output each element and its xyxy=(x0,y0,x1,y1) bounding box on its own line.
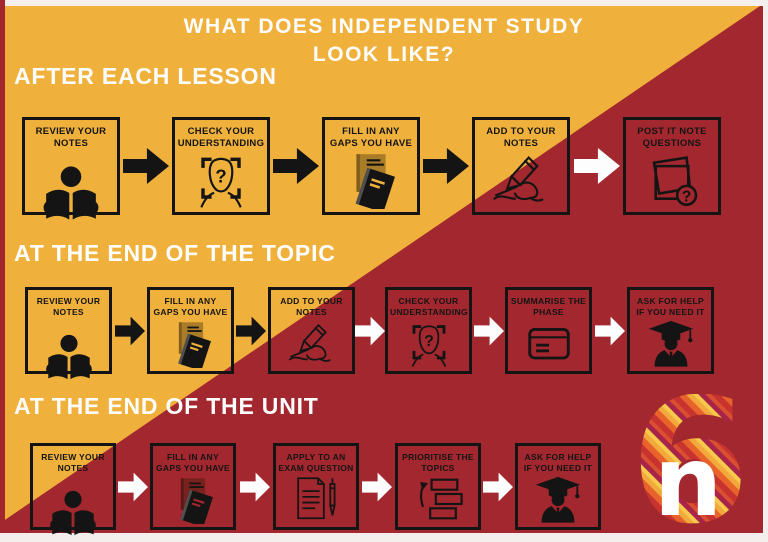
flow-arrow-icon xyxy=(483,471,513,503)
step-box: ADD TO YOUR NOTES xyxy=(268,287,355,374)
step-label: APPLY TO AN EXAM QUESTION xyxy=(278,452,354,474)
notebooks-icon xyxy=(168,474,218,524)
step-box: FILL IN ANY GAPS YOU HAVE xyxy=(147,287,234,374)
face-question-icon: ? xyxy=(191,149,251,209)
flow-arrow-icon xyxy=(273,146,319,186)
step-label: SUMMARISE THE PHASE xyxy=(510,296,587,318)
n6-logo: 6 n xyxy=(626,361,758,542)
step-box: SUMMARISE THE PHASE xyxy=(505,287,592,374)
writing-hand-icon xyxy=(287,318,337,368)
step-box: FILL IN ANY GAPS YOU HAVE xyxy=(322,117,420,215)
notebooks-icon xyxy=(341,149,401,209)
flow-arrow-icon xyxy=(123,146,169,186)
step-label: ASK FOR HELP IF YOU NEED IT xyxy=(636,296,705,318)
graduate-icon xyxy=(646,318,696,368)
flow-arrow-icon xyxy=(239,471,270,503)
step-label: FILL IN ANY GAPS YOU HAVE xyxy=(329,126,413,150)
section-heading-1: AFTER EACH LESSON xyxy=(14,63,277,89)
flow-arrow-icon xyxy=(423,146,469,186)
flow-arrow-icon xyxy=(118,471,148,503)
reader-icon xyxy=(41,163,101,223)
step-label: PRIORITISE THE TOPICS xyxy=(402,452,474,474)
left-edge-strip xyxy=(0,0,5,533)
step-box: FILL IN ANY GAPS YOU HAVE xyxy=(150,443,236,530)
step-box: CHECK YOUR UNDERSTANDING ? xyxy=(172,117,270,215)
step-box: ADD TO YOUR NOTES xyxy=(472,117,570,215)
step-label: CHECK YOUR UNDERSTANDING xyxy=(390,296,468,318)
background xyxy=(5,6,763,533)
notebooks-icon xyxy=(166,318,216,368)
flow-arrow-icon xyxy=(355,315,385,347)
post-it-question-icon: ? xyxy=(642,149,702,209)
flow-arrow-icon xyxy=(236,315,266,347)
n6-logo-graphic: 6 n xyxy=(630,361,750,542)
step-label: REVIEW YOUR NOTES xyxy=(35,126,107,150)
step-label: POST IT NOTE QUESTIONS xyxy=(637,126,707,150)
reader-icon xyxy=(44,332,94,382)
logo-letter: n xyxy=(654,426,722,536)
step-box: REVIEW YOUR NOTES xyxy=(22,117,120,220)
title-line-2: LOOK LIKE? xyxy=(312,43,456,67)
step-box: REVIEW YOUR NOTES xyxy=(25,287,112,380)
exam-paper-icon xyxy=(291,474,341,524)
step-box: PRIORITISE THE TOPICS xyxy=(395,443,481,530)
poster-title: WHAT DOES INDEPENDENT STUDY LOOK LIKE? xyxy=(0,13,768,70)
step-label: REVIEW YOUR NOTES xyxy=(36,296,101,318)
flow-arrow-icon xyxy=(473,315,504,347)
step-label: ADD TO YOUR NOTES xyxy=(486,126,556,150)
flashcard-icon xyxy=(524,318,574,368)
step-box: CHECK YOUR UNDERSTANDING ? xyxy=(385,287,472,374)
step-label: FILL IN ANY GAPS YOU HAVE xyxy=(153,296,228,318)
writing-hand-icon xyxy=(491,149,551,209)
graduate-icon xyxy=(533,474,583,524)
prioritise-icon xyxy=(413,474,463,524)
svg-text:?: ? xyxy=(682,188,691,205)
step-box: APPLY TO AN EXAM QUESTION xyxy=(273,443,359,530)
flow-arrow-icon xyxy=(114,315,145,347)
step-box: POST IT NOTE QUESTIONS ? xyxy=(623,117,721,215)
reader-icon xyxy=(48,488,98,538)
svg-text:?: ? xyxy=(424,333,434,350)
step-box: ASK FOR HELP IF YOU NEED IT xyxy=(627,287,714,374)
face-question-icon: ? xyxy=(404,318,454,368)
flow-arrow-icon xyxy=(594,315,625,347)
svg-text:?: ? xyxy=(215,165,227,186)
step-box: ASK FOR HELP IF YOU NEED IT xyxy=(515,443,601,530)
step-label: ADD TO YOUR NOTES xyxy=(280,296,343,318)
step-label: FILL IN ANY GAPS YOU HAVE xyxy=(156,452,230,474)
step-label: CHECK YOUR UNDERSTANDING xyxy=(177,126,265,150)
step-label: REVIEW YOUR NOTES xyxy=(41,452,105,474)
flow-arrow-icon xyxy=(362,471,392,503)
section-heading-3: AT THE END OF THE UNIT xyxy=(14,393,319,419)
section-heading-2: AT THE END OF THE TOPIC xyxy=(14,240,336,266)
step-box: REVIEW YOUR NOTES xyxy=(30,443,116,536)
step-label: ASK FOR HELP IF YOU NEED IT xyxy=(523,452,593,474)
title-line-1: WHAT DOES INDEPENDENT STUDY xyxy=(183,15,585,38)
flow-arrow-icon xyxy=(573,146,620,186)
